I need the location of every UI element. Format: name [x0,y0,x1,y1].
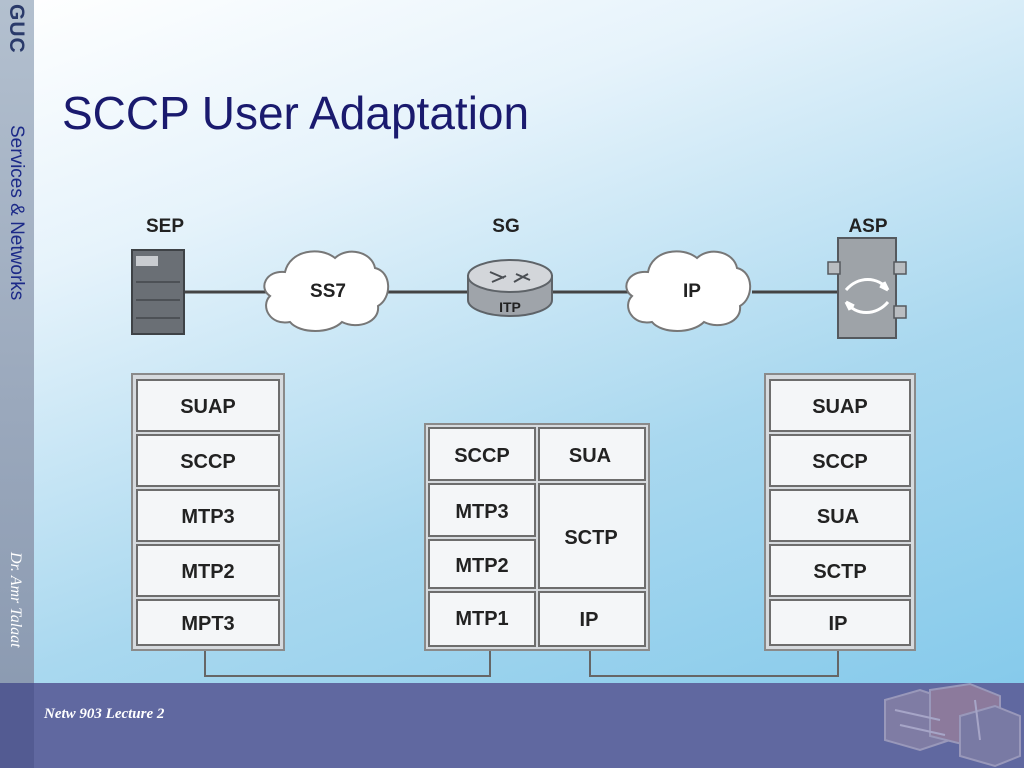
sg-layer-sccp: SCCP [454,445,510,467]
cloud-label-ss7: SS7 [310,281,346,302]
ip-cloud-icon: IP [625,250,752,332]
sg-layer-mtp2: MTP2 [455,555,508,577]
node-label-sep: SEP [146,216,184,237]
sidebar [0,0,34,683]
sep-layer-mpt3: MPT3 [181,613,234,635]
sg-layer-ip: IP [580,609,599,631]
asp-protocol-stack: SUAP SCCP SUA SCTP IP [764,373,916,651]
asp-layer-ip: IP [829,613,848,635]
sg-layer-box [538,427,646,481]
cloud-label-ip: IP [683,281,701,302]
sg-device-label: ITP [499,299,521,315]
sg-layer-sctp: SCTP [564,527,617,549]
sep-layer-box [136,489,280,542]
node-label-sg: SG [492,216,519,237]
sep-layer-box [136,599,280,646]
asp-layer-box [769,489,911,542]
sidebar-author: Dr. Amr Talaat [7,552,24,648]
footer-corner [0,683,34,768]
sep-layer-suap: SUAP [180,396,236,418]
footer-bar [0,683,1024,768]
asp-layer-box [769,379,911,432]
sg-layer-box [428,539,536,589]
sg-layer-box [428,483,536,537]
footer-lecture-text: Netw 903 Lecture 2 [44,706,165,722]
sg-layer-box [428,591,536,647]
asp-layer-suap: SUAP [812,396,868,418]
decorative-cubes-icon [884,682,1021,768]
sep-server-icon [131,249,185,335]
sg-layer-box [428,427,536,481]
sep-protocol-stack: SUAP SCCP MTP3 MTP2 MPT3 [131,373,285,651]
wire-sg-asp [589,648,839,677]
asp-device-icon [827,237,907,339]
slide-title: SCCP User Adaptation [62,87,530,139]
asp-layer-box [769,599,911,646]
sep-layer-mtp3: MTP3 [181,506,234,528]
wire-sep-sg [204,648,491,677]
asp-layer-sctp: SCTP [813,561,866,583]
sg-layer-box [538,483,646,589]
sg-layer-mtp1: MTP1 [455,608,508,630]
asp-layer-box [769,434,911,487]
sep-layer-sccp: SCCP [180,451,236,473]
asp-layer-sua: SUA [817,506,859,528]
sg-protocol-stack: SCCP MTP3 MTP2 MTP1 SUA SCTP IP [424,423,650,651]
sidebar-course-title: Services & Networks [6,125,27,301]
guc-logo-text: GUC [5,4,28,54]
sep-layer-box [136,379,280,432]
sg-layer-mtp3: MTP3 [455,501,508,523]
sg-layer-sua: SUA [569,445,611,467]
sg-router-icon: ITP [467,259,553,317]
sg-layer-box [538,591,646,647]
node-label-asp: ASP [848,216,887,237]
sep-layer-mtp2: MTP2 [181,561,234,583]
asp-layer-sccp: SCCP [812,451,868,473]
sep-layer-box [136,434,280,487]
asp-layer-box [769,544,911,597]
sep-layer-box [136,544,280,597]
ss7-cloud-icon: SS7 [263,250,390,332]
